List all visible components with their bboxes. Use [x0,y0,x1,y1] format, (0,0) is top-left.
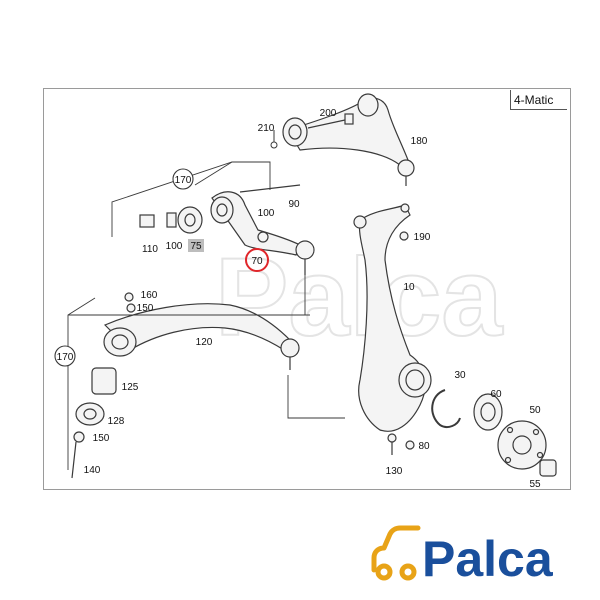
callout-120: 120 [196,337,213,348]
callout-128: 128 [108,416,125,427]
callout-150-top: 150 [137,303,154,314]
callout-140: 140 [84,465,101,476]
callout-55: 55 [529,479,541,490]
variant-label: 4-Matic [514,93,554,107]
watermark: Palca [215,236,503,359]
callout-70: 70 [251,256,263,267]
callout-90: 90 [288,199,300,210]
callout-210: 210 [258,123,275,134]
callout-150-bottom: 150 [93,433,110,444]
highlight-ring-part-70 [245,248,269,272]
logo-text: Palca [422,531,554,587]
callout-10: 10 [403,282,415,293]
callout-100-left: 100 [166,241,183,252]
callout-200: 200 [320,108,337,119]
callout-80: 80 [418,441,430,452]
callout-190: 190 [414,232,431,243]
leader-lines [67,161,345,470]
callout-60: 60 [490,389,502,400]
callout-75: 75 [190,241,202,252]
callout-100-right: 100 [258,208,275,219]
callout-170-top: 170 [175,175,192,186]
callout-160: 160 [141,290,158,301]
callout-125: 125 [122,382,139,393]
callout-110: 110 [142,244,158,255]
callout-75-shade [188,239,204,252]
callout-180: 180 [411,136,428,147]
callout-130: 130 [386,466,403,477]
callout-bubbles [54,168,194,367]
upper-control-arm [282,93,415,186]
variant-label-box [510,90,567,110]
callout-170-left: 170 [57,352,74,363]
wheel-hub-assembly [431,389,557,477]
steering-knuckle [353,203,432,455]
car-icon [371,525,421,581]
strut-arm [139,184,315,275]
lower-control-arm [71,292,300,479]
callout-labels: 200 210 180 170 100 90 110 100 75 70 190… [57,108,541,490]
callout-30: 30 [454,370,466,381]
palca-logo: Palca [368,522,580,588]
callout-50: 50 [529,405,541,416]
